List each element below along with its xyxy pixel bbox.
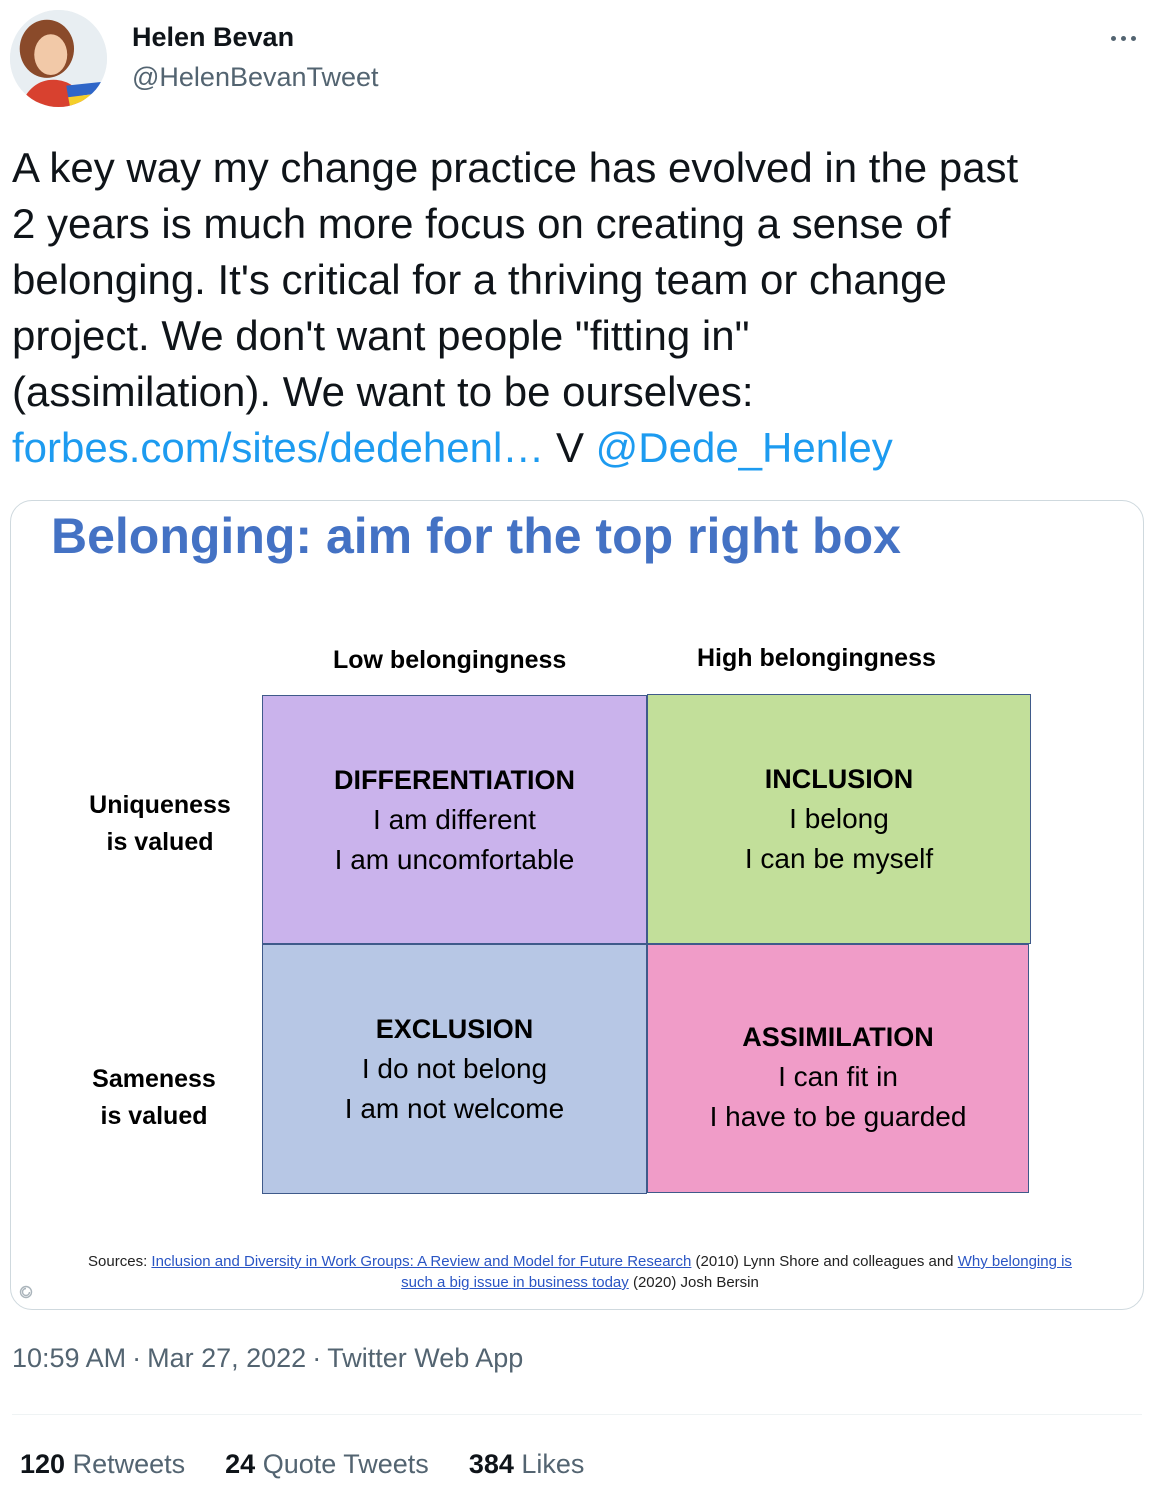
card-sources: Sources: Inclusion and Diversity in Work… <box>35 1251 1125 1293</box>
tweet-link[interactable]: forbes.com/sites/dedehenl… <box>12 424 545 471</box>
tweet-line: belonging. It's critical for a thriving … <box>12 256 947 303</box>
more-dot <box>1120 35 1126 41</box>
more-dot <box>1110 35 1116 41</box>
quote-tweets-count: 24 <box>225 1449 256 1479</box>
quote-tweets-label: Quote Tweets <box>262 1449 429 1479</box>
quadrant-title: EXCLUSION <box>375 1014 534 1044</box>
quadrant-line: I can be myself <box>744 843 934 874</box>
tweet-source-app[interactable]: Twitter Web App <box>327 1343 524 1373</box>
quadrant-title: DIFFERENTIATION <box>334 764 575 795</box>
quadrant-line: I belong <box>789 803 889 834</box>
quote-tweets-stat[interactable]: 24 Quote Tweets <box>225 1449 429 1480</box>
likes-label: Likes <box>521 1449 585 1479</box>
more-dot <box>1130 35 1136 41</box>
tweet-line: (assimilation). We want to be ourselves: <box>12 368 754 415</box>
row-label-bottom-line2: is valued <box>100 1102 208 1130</box>
tweet-link-line: forbes.com/sites/dedehenl… V @Dede_Henle… <box>12 420 1132 476</box>
retweets-count: 120 <box>20 1449 66 1479</box>
quadrant-line: I have to be guarded <box>709 1101 967 1132</box>
retweets-stat[interactable]: 120 Retweets <box>20 1449 185 1480</box>
author-handle[interactable]: @HelenBevanTweet <box>132 62 379 92</box>
card-title: Belonging: aim for the top right box <box>51 508 901 564</box>
sources-prefix: Sources: <box>88 1253 152 1270</box>
quadrant-assimilation: ASSIMILATION I can fit in I have to be g… <box>647 944 1029 1193</box>
quadrant-differentiation: DIFFERENTIATION I am different I am unco… <box>262 695 647 944</box>
tweet-meta: 10:59 AM·Mar 27, 2022·Twitter Web App <box>12 1343 523 1374</box>
row-label-bottom: Sameness is valued <box>69 1061 239 1135</box>
source-link-2b: such a big issue in business today <box>401 1274 629 1291</box>
quadrant-title: INCLUSION <box>764 764 914 794</box>
meta-separator: · <box>132 1343 142 1373</box>
row-label-top-line1: Uniqueness <box>89 791 231 819</box>
tweet-date[interactable]: Mar 27, 2022 <box>147 1343 307 1373</box>
row-label-top-line2: is valued <box>106 828 214 856</box>
col-label-low: Low belongingness <box>333 646 567 674</box>
quadrant-inclusion: INCLUSION I belong I can be myself <box>647 694 1031 944</box>
retweets-label: Retweets <box>72 1449 186 1479</box>
author-name[interactable]: Helen Bevan <box>132 22 295 52</box>
tweet-image-card[interactable]: Belonging: aim for the top right box Low… <box>10 500 1144 1310</box>
row-label-top: Uniqueness is valued <box>75 787 245 861</box>
col-label-high: High belongingness <box>697 644 936 672</box>
avatar[interactable] <box>10 10 107 107</box>
meta-separator: · <box>312 1343 322 1373</box>
tweet-line: project. We don't want people "fitting i… <box>12 312 750 359</box>
likes-count: 384 <box>468 1449 514 1479</box>
mention-link[interactable]: @Dede_Henley <box>595 424 893 471</box>
quadrant-exclusion: EXCLUSION I do not belong I am not welco… <box>262 944 647 1194</box>
source-link-2a: Why belonging is <box>957 1253 1072 1270</box>
quadrant-line: I can fit in <box>778 1061 898 1092</box>
sources-suffix: (2020) Josh Bersin <box>628 1274 759 1291</box>
more-options-icon[interactable] <box>1104 26 1142 50</box>
source-link-1: Inclusion and Diversity in Work Groups: … <box>151 1253 692 1270</box>
tweet-line: 2 years is much more focus on creating a… <box>12 200 951 247</box>
sources-mid: (2010) Lynn Shore and colleagues and <box>691 1253 958 1270</box>
quadrant-line: I am uncomfortable <box>334 843 575 875</box>
quadrant-line: I am not welcome <box>344 1093 565 1124</box>
quadrant-line: I am different <box>373 803 536 835</box>
row-label-bottom-line1: Sameness <box>92 1065 216 1093</box>
divider <box>12 1414 1142 1415</box>
quadrant-line: I do not belong <box>361 1053 548 1084</box>
link-icon <box>19 1285 33 1299</box>
tweet-line: A key way my change practice has evolved… <box>12 144 1019 191</box>
tweet-time[interactable]: 10:59 AM <box>12 1343 127 1373</box>
avatar-image <box>10 10 107 107</box>
via-text: V <box>544 424 596 471</box>
quadrant-title: ASSIMILATION <box>742 1022 934 1052</box>
tweet-stats: 120 Retweets 24 Quote Tweets 384 Likes <box>20 1449 584 1480</box>
tweet-text: A key way my change practice has evolved… <box>12 140 1132 476</box>
likes-stat[interactable]: 384 Likes <box>469 1449 585 1480</box>
